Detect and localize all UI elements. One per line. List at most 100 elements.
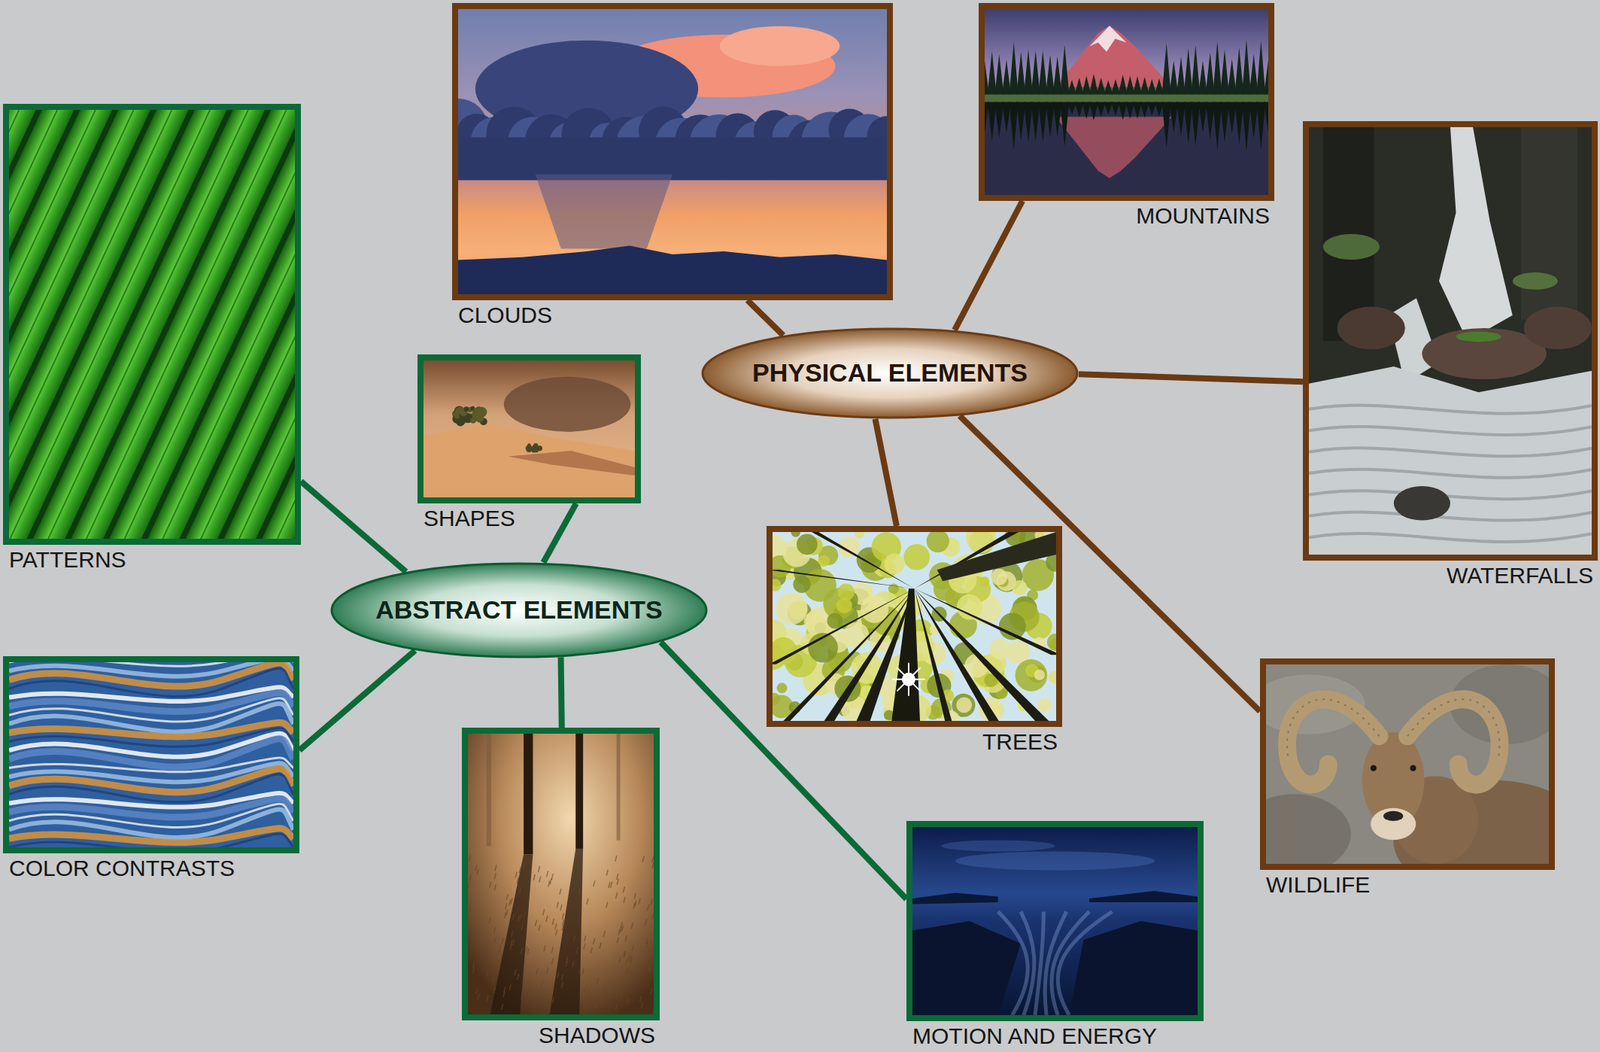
illustration-part bbox=[984, 102, 1269, 196]
photo-frame bbox=[3, 655, 300, 854]
photo-label: CLOUDS bbox=[452, 303, 893, 327]
illustration-part bbox=[912, 920, 1021, 1015]
illustration-part bbox=[1162, 43, 1172, 95]
illustration-part bbox=[552, 957, 554, 964]
illustration-part bbox=[486, 995, 489, 1002]
illustration-part bbox=[1234, 47, 1244, 95]
photo-illustration bbox=[1308, 127, 1592, 555]
illustration-part bbox=[1053, 102, 1063, 137]
illustration-part bbox=[525, 446, 532, 453]
illustration-part bbox=[987, 102, 997, 142]
illustration-part bbox=[582, 968, 584, 975]
hub-ellipse: PHYSICAL ELEMENTS bbox=[701, 327, 1079, 419]
illustration-part bbox=[1118, 74, 1128, 95]
illustration-part bbox=[1205, 102, 1215, 140]
illustration-part bbox=[1037, 697, 1052, 712]
photo-node: CLOUDS bbox=[452, 3, 893, 327]
illustration-part bbox=[1016, 102, 1026, 141]
illustration-part bbox=[1051, 911, 1090, 1016]
photo-node: TREES bbox=[766, 525, 1063, 753]
illustration-part bbox=[1362, 731, 1425, 828]
illustration-part bbox=[475, 414, 484, 423]
illustration-part bbox=[616, 892, 618, 899]
illustration-part bbox=[1089, 102, 1099, 122]
illustration-part bbox=[1212, 41, 1222, 95]
illustration-part bbox=[1067, 79, 1077, 95]
branch-connector bbox=[747, 300, 784, 336]
illustration-part bbox=[624, 950, 626, 957]
illustration-part bbox=[1118, 102, 1128, 121]
illustration-part bbox=[583, 942, 586, 949]
illustration-part bbox=[263, 109, 295, 539]
illustration-part bbox=[9, 661, 294, 848]
illustration-part bbox=[634, 892, 636, 899]
illustration-part bbox=[1009, 42, 1019, 95]
illustration-part bbox=[1205, 52, 1215, 95]
illustration-part bbox=[467, 733, 654, 1015]
illustration-part bbox=[294, 109, 296, 539]
illustration-part bbox=[533, 443, 538, 448]
illustration-part bbox=[477, 992, 480, 999]
illustration-part bbox=[818, 555, 830, 567]
illustration-part bbox=[593, 880, 596, 887]
illustration-part bbox=[1081, 75, 1091, 95]
illustration-part bbox=[1103, 102, 1113, 116]
illustration-part bbox=[860, 595, 889, 623]
illustration-part bbox=[652, 912, 654, 919]
illustration-part bbox=[1370, 765, 1377, 772]
illustration-part bbox=[539, 876, 541, 883]
illustration-part bbox=[854, 531, 865, 539]
illustration-part bbox=[772, 588, 915, 664]
photo-label: TREES bbox=[766, 730, 1063, 753]
illustration-part bbox=[628, 998, 631, 1005]
illustration-part bbox=[549, 995, 551, 1002]
illustration-part bbox=[1031, 102, 1041, 143]
illustration-part bbox=[631, 922, 633, 929]
illustration-part bbox=[534, 919, 537, 926]
illustration-part bbox=[106, 109, 295, 539]
illustration-part bbox=[1266, 793, 1352, 864]
illustration-part bbox=[1393, 485, 1451, 520]
illustration-part bbox=[546, 870, 549, 877]
photo-frame bbox=[417, 354, 641, 504]
illustration-part bbox=[513, 938, 515, 945]
illustration-part bbox=[75, 109, 295, 539]
illustration-part bbox=[523, 733, 533, 854]
illustration-part bbox=[213, 109, 295, 539]
illustration-part bbox=[1241, 102, 1251, 152]
illustration-part bbox=[623, 896, 626, 903]
illustration-part bbox=[615, 1003, 617, 1010]
illustration-part bbox=[516, 877, 519, 884]
illustration-part bbox=[777, 682, 788, 693]
illustration-part bbox=[1220, 102, 1230, 143]
illustration-part bbox=[1038, 50, 1048, 95]
illustration-part bbox=[1057, 911, 1112, 1016]
illustration-part bbox=[9, 768, 294, 793]
illustration-part bbox=[1048, 670, 1057, 684]
illustration-part bbox=[169, 109, 295, 539]
illustration-part bbox=[791, 531, 801, 538]
illustration-part bbox=[578, 889, 580, 896]
illustration-part bbox=[472, 962, 474, 969]
photo-node: WATERFALLS bbox=[1302, 121, 1598, 587]
illustration-part bbox=[652, 856, 654, 863]
illustration-part bbox=[549, 878, 552, 885]
photo-frame bbox=[1302, 121, 1598, 561]
branch-connector bbox=[1078, 373, 1303, 382]
illustration-part bbox=[492, 977, 495, 984]
illustration-part bbox=[649, 963, 651, 970]
photo-frame bbox=[461, 727, 660, 1021]
illustration-part bbox=[588, 988, 590, 995]
illustration-part bbox=[616, 873, 619, 880]
illustration-part bbox=[645, 918, 647, 925]
illustration-part bbox=[1023, 102, 1033, 143]
illustration-part bbox=[633, 901, 635, 908]
illustration-part bbox=[552, 918, 554, 925]
illustration-part bbox=[1410, 765, 1417, 772]
illustration-part bbox=[455, 417, 465, 426]
illustration-part bbox=[630, 971, 632, 978]
illustration-part bbox=[630, 956, 632, 963]
photo-illustration bbox=[467, 733, 654, 1015]
illustration-part bbox=[1256, 40, 1266, 95]
